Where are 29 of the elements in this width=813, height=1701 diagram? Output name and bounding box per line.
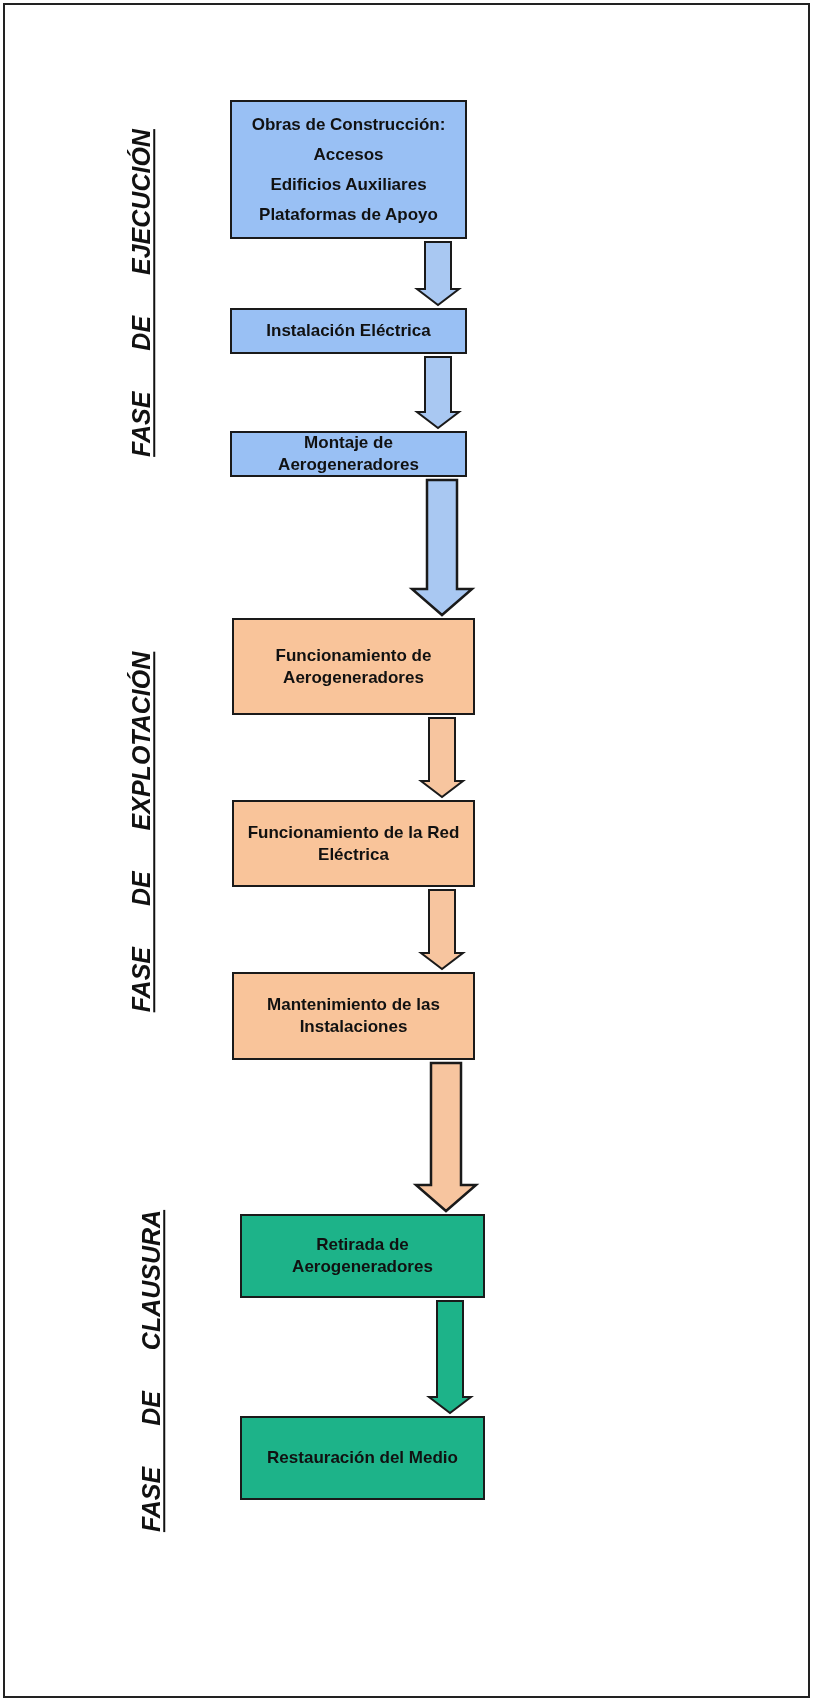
box-text: Montaje de Aerogeneradores [277, 432, 420, 476]
block-arrow [412, 1061, 480, 1213]
process-box [232, 972, 475, 1060]
box-text: Mantenimiento de las Instalaciones [266, 994, 441, 1038]
block-arrow [414, 356, 462, 430]
block-arrow [414, 241, 462, 307]
process-box [230, 100, 467, 239]
process-box [230, 308, 467, 354]
phase-label: FASE DE EJECUCIÓN [126, 129, 157, 457]
block-arrow [418, 889, 466, 971]
block-arrow [408, 478, 476, 617]
block-arrow [418, 717, 466, 799]
block-arrow [426, 1300, 474, 1415]
box-text: Instalación Eléctrica [266, 320, 431, 342]
box-text: Restauración del Medio [267, 1447, 458, 1469]
box-text: Accesos [313, 143, 384, 166]
phase-label: FASE DE EXPLOTACIÓN [126, 651, 157, 1013]
box-text: Plataformas de Apoyo [259, 203, 438, 226]
process-box [230, 431, 467, 477]
process-box [240, 1416, 485, 1500]
box-text: Retirada de Aerogeneradores [291, 1234, 434, 1278]
process-box [232, 618, 475, 715]
process-box [240, 1214, 485, 1298]
box-text: Obras de Construcción: [251, 113, 446, 136]
phase-label: FASE DE CLAUSURA [136, 1209, 167, 1533]
box-text: Funcionamiento de Aerogeneradores [274, 644, 433, 689]
process-box [232, 800, 475, 887]
box-text: Edificios Auxiliares [270, 173, 427, 196]
box-text: Funcionamiento de la Red Eléctrica [246, 821, 461, 866]
